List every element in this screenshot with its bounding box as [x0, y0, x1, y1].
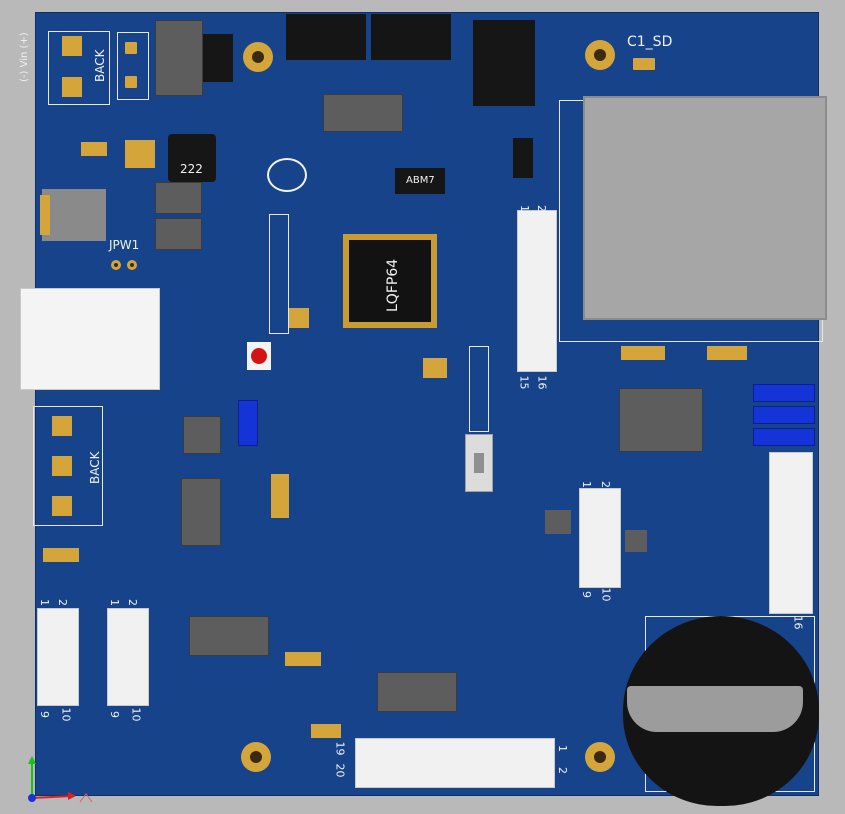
hdr-bot-1: 1 — [556, 745, 569, 752]
small-chip — [545, 510, 571, 534]
smd-part — [125, 140, 155, 168]
ic-right — [619, 388, 703, 452]
pin-header-6 — [269, 214, 289, 334]
cap-pad — [40, 195, 50, 235]
smd-part — [289, 308, 309, 328]
inductor-value: 222 — [180, 162, 203, 176]
crystal-abm7 — [395, 168, 445, 194]
smd-part — [81, 142, 107, 156]
header-left-1 — [37, 608, 79, 706]
sd-cap — [633, 58, 655, 70]
axis-gizmo-icon — [28, 756, 93, 803]
hdr-mid-2: 2 — [535, 205, 548, 212]
jumper-black — [513, 138, 533, 178]
hdr-bl-9: 9 — [38, 711, 51, 718]
sd-card-slot — [583, 96, 827, 320]
pcb-board: (-) Vin (+) BACK 222 JPW1 ABM7 LQFP64 C1… — [19, 12, 827, 806]
mount-hole — [241, 742, 271, 772]
jumper-pad — [125, 76, 137, 88]
jumper-pad — [125, 42, 137, 54]
regulator — [155, 182, 202, 214]
hdr-bot-2: 2 — [556, 767, 569, 774]
terminal-pad — [62, 77, 82, 97]
inductor-222 — [168, 134, 216, 182]
smd-part — [43, 548, 79, 562]
power-inductor — [155, 20, 203, 96]
usb-connector — [20, 288, 160, 390]
button-cap — [251, 348, 267, 364]
back-label-left: BACK — [88, 451, 102, 484]
lqfp-label: LQFP64 — [385, 258, 401, 312]
soic-left-2 — [181, 478, 221, 546]
pin-header-top-left — [286, 14, 366, 60]
soic-chip-top — [323, 94, 403, 132]
mount-hole — [243, 42, 273, 72]
pin-header-top-right — [371, 14, 451, 60]
jumper-outline — [117, 32, 149, 100]
hdr-bl-10: 10 — [59, 707, 73, 722]
pin-header-4 — [469, 346, 489, 432]
header-right-long — [769, 452, 813, 614]
hdr-r-10: 10 — [599, 587, 613, 602]
header-20pin — [355, 738, 555, 788]
capacitor-large — [42, 189, 106, 241]
power-terminal — [48, 31, 110, 105]
c1-sd-label: C1_SD — [627, 34, 673, 50]
soic-bottom-1 — [189, 616, 269, 656]
header-10pin-right — [579, 488, 621, 588]
mount-hole — [585, 742, 615, 772]
blue-trimmer — [238, 400, 258, 446]
jpw1-pin — [127, 260, 137, 270]
hdr-bl2-1: 1 — [108, 599, 121, 606]
vin-label: (-) Vin (+) — [19, 32, 30, 82]
hdr-mid-15: 15 — [517, 375, 531, 390]
header-16pin — [517, 210, 557, 372]
soic-bottom-2 — [377, 672, 457, 712]
jumper-blue-3[interactable] — [753, 428, 815, 446]
mount-hole — [585, 40, 615, 70]
reset-button[interactable] — [247, 342, 271, 370]
hdr-bl2-2: 2 — [126, 599, 139, 606]
soic-left-1 — [183, 416, 221, 454]
jpw1-pin — [111, 260, 121, 270]
qfn-chip — [473, 20, 535, 106]
jumper-blue-2[interactable] — [753, 406, 815, 424]
hdr-mid-16: 16 — [535, 375, 549, 390]
regulator — [155, 218, 202, 250]
hdr-bl-2: 2 — [56, 599, 69, 606]
tact-switch[interactable] — [465, 434, 493, 492]
terminal-pad — [62, 36, 82, 56]
smd-part — [707, 346, 747, 360]
abm7-label: ABM7 — [406, 175, 435, 186]
hdr-bl2-9: 9 — [108, 711, 121, 718]
diode — [203, 34, 233, 82]
jumper-blue-1[interactable] — [753, 384, 815, 402]
hdr-r-9: 9 — [580, 591, 593, 598]
terminal-pad — [52, 416, 72, 436]
small-chip — [625, 530, 647, 552]
smd-part — [271, 474, 289, 518]
terminal-pad — [52, 496, 72, 516]
terminal-block-left — [33, 406, 103, 526]
hdr-bot-19: 19 — [333, 741, 347, 756]
terminal-pad — [52, 456, 72, 476]
jpw1-label: JPW1 — [109, 238, 140, 252]
hdr-bl2-10: 10 — [129, 707, 143, 722]
smd-part — [311, 724, 341, 738]
coin-cell-clip — [627, 686, 803, 732]
header-left-2 — [107, 608, 149, 706]
hdr-mid-1: 1 — [518, 205, 531, 212]
smd-part — [423, 358, 447, 378]
mcu-lqfp64 — [349, 240, 431, 322]
smd-part — [285, 652, 321, 666]
back-label-top: BACK — [93, 49, 107, 82]
hdr-bot-20: 20 — [333, 763, 347, 778]
hdr-r-1: 1 — [580, 481, 593, 488]
switch-knob — [474, 453, 484, 473]
hdr-r-2: 2 — [599, 481, 612, 488]
led-round — [267, 158, 307, 192]
smd-part — [621, 346, 665, 360]
hdr-bl-1: 1 — [38, 599, 51, 606]
